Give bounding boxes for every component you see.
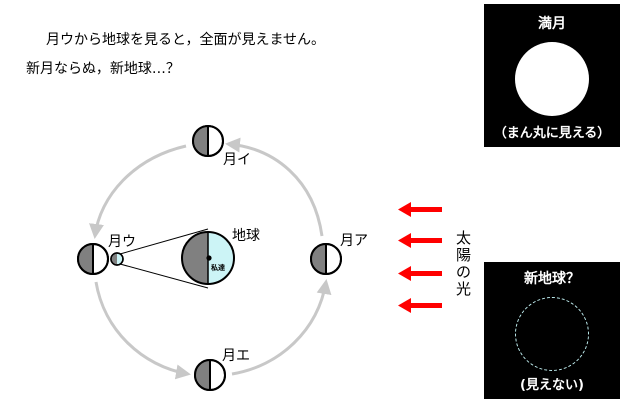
label-earth: 地球 [232, 228, 260, 244]
orbit-arrow-i-to-u [89, 144, 187, 239]
full-moon-title: 満月 [538, 16, 566, 32]
sunlight-arrow [398, 266, 442, 281]
sunlight-char: 陽 [456, 246, 471, 264]
sunlight-arrows [398, 202, 442, 313]
new-earth-panel: 新地球？ (見えない) [484, 262, 620, 399]
moon-e [194, 359, 226, 391]
sunlight-arrow [398, 233, 442, 248]
moon-u [77, 243, 109, 275]
sunlight-char: の [456, 263, 471, 281]
orbit-arrow-a-to-i [225, 137, 324, 237]
label-moon-a: 月ア [340, 233, 368, 249]
moon-i [192, 125, 224, 157]
full-moon-panel: 満月 （まん丸に見える） [484, 4, 620, 147]
caption-line-2: 新月ならぬ，新地球…？ [26, 61, 180, 77]
orbit-arrow-e-to-a [231, 279, 332, 376]
observer-dot [206, 255, 212, 261]
moon-a [310, 243, 342, 275]
caption-line-1: 月ウから地球を見ると，全面が見えません。 [46, 32, 326, 48]
sunlight-arrow [398, 202, 442, 217]
new-earth-title: 新地球？ [524, 271, 580, 287]
sunlight-arrow [398, 298, 442, 313]
sunlight-char: 光 [456, 280, 471, 298]
sunlight-label: 太 陽 の 光 [456, 229, 471, 298]
new-earth-outline [515, 297, 589, 371]
large-earth [181, 231, 235, 285]
full-moon-subtitle: （まん丸に見える） [493, 126, 611, 141]
full-moon-disc [515, 42, 589, 116]
small-earth [110, 252, 124, 266]
orbit [89, 137, 332, 380]
label-observer: 私達 [210, 263, 225, 272]
label-moon-i: 月イ [223, 152, 251, 168]
orbit-arrow-u-to-e [94, 281, 191, 380]
zoom-lines [119, 228, 209, 289]
label-moon-e: 月エ [222, 348, 250, 364]
label-moon-u: 月ウ [108, 234, 136, 250]
new-earth-subtitle: (見えない) [520, 378, 584, 393]
sunlight-char: 太 [456, 229, 471, 247]
